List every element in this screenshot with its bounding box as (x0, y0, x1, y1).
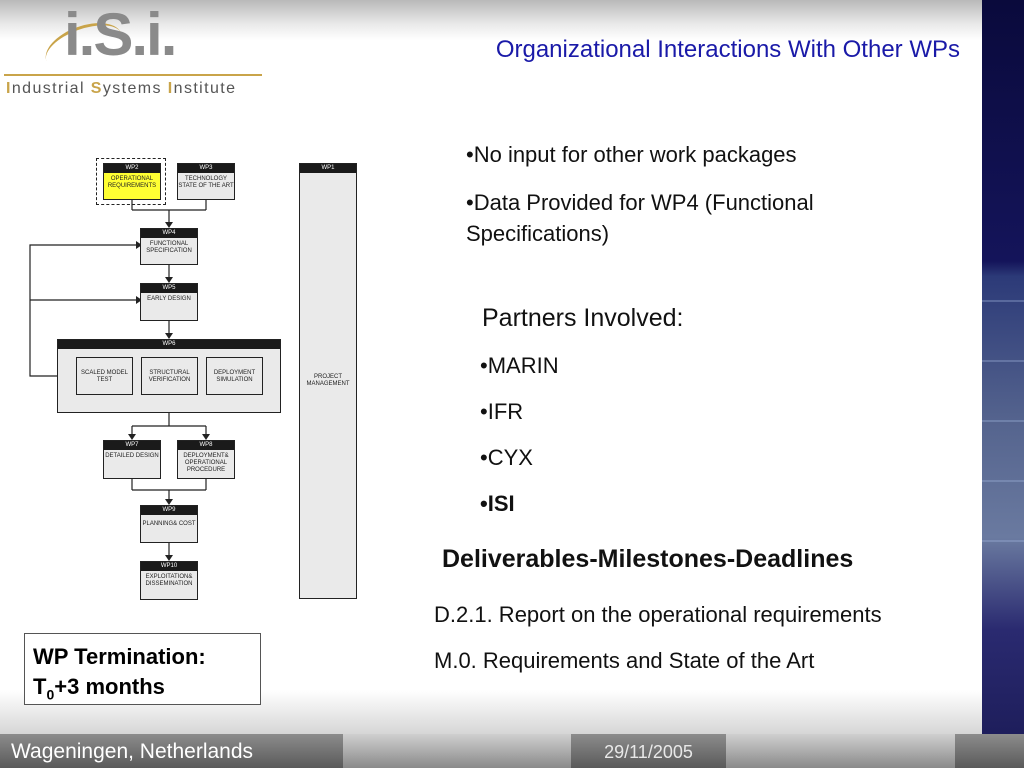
band-stripe (982, 300, 1024, 302)
deliverables-title: Deliverables-Milestones-Deadlines (442, 545, 854, 573)
wp1-id: WP1 (300, 164, 356, 173)
partner-item: •MARIN (480, 353, 559, 378)
wp7-id: WP7 (104, 441, 160, 450)
wp7-box: WP7 DETAILED DESIGN (103, 440, 161, 479)
wp2-id: WP2 (104, 164, 160, 173)
bullet-no-input: •No input for other work packages (466, 142, 797, 167)
footer-date: 29/11/2005 (571, 734, 726, 768)
deliverable-item: M.0. Requirements and State of the Art (434, 648, 815, 673)
wp10-box: WP10 EXPLOITATION& DISSEMINATION (140, 561, 198, 600)
wp4-box: WP4 FUNCTIONAL SPECIFICATION (140, 228, 198, 265)
wp2-box: WP2 OPERATIONAL REQUIREMENTS (103, 163, 161, 200)
termination-value: T0+3 months (33, 674, 165, 703)
wp10-id: WP10 (141, 562, 197, 571)
band-stripe (982, 540, 1024, 542)
wp8-box: WP8 DEPLOYMENT& OPERATIONAL PROCEDURE (177, 440, 235, 479)
isi-logo: i.S.i. Industrial Systems Institute (4, 2, 264, 98)
wp8-label: DEPLOYMENT& OPERATIONAL PROCEDURE (183, 453, 229, 473)
partner-item: •IFR (480, 399, 524, 424)
wp8-id: WP8 (178, 441, 234, 450)
wp5-label: EARLY DESIGN (147, 296, 191, 302)
partner-item: •ISI (480, 491, 515, 516)
logo-rule (4, 74, 262, 76)
wp2-highlight-frame (96, 158, 166, 205)
wp6-sub-structural: STRUCTURAL VERIFICATION (141, 357, 198, 395)
right-decorative-band (982, 0, 1024, 768)
wp10-label: EXPLOITATION& DISSEMINATION (145, 574, 193, 587)
wp6-id: WP6 (58, 340, 280, 349)
wp4-label: FUNCTIONAL SPECIFICATION (146, 241, 192, 254)
slide-title: Organizational Interactions With Other W… (495, 36, 960, 63)
wp-termination-box: WP Termination: T0+3 months (24, 633, 261, 705)
bullet-data-provided: •Data Provided for WP4 (Functional Speci… (466, 190, 814, 246)
top-gradient (0, 0, 982, 40)
footer-location: Wageningen, Netherlands (0, 734, 343, 768)
wp1-box: WP1 PROJECT MANAGEMENT (299, 163, 357, 599)
footer-right-block (955, 734, 1024, 768)
partner-item: •CYX (480, 445, 533, 470)
wp6-sub-deployment-sim: DEPLOYMENT SIMULATION (206, 357, 263, 395)
wp3-id: WP3 (178, 164, 234, 173)
deliverable-item: D.2.1. Report on the operational require… (434, 602, 882, 627)
logo-mark: i.S.i. (64, 1, 177, 68)
wp9-id: WP9 (141, 506, 197, 515)
wp3-box: WP3 TECHNOLOGY STATE OF THE ART (177, 163, 235, 200)
wp1-label: PROJECT MANAGEMENT (306, 374, 350, 387)
wp5-id: WP5 (141, 284, 197, 293)
wp4-id: WP4 (141, 229, 197, 238)
wp9-box: WP9 PLANNING& COST (140, 505, 198, 543)
wp7-label: DETAILED DESIGN (105, 453, 159, 459)
wp9-label: PLANNING& COST (142, 521, 196, 527)
wp6-sub-scaled-model: SCALED MODEL TEST (76, 357, 133, 395)
wp3-label: TECHNOLOGY STATE OF THE ART (178, 176, 234, 189)
termination-label: WP Termination: (33, 644, 206, 669)
wp2-label: OPERATIONAL REQUIREMENTS (107, 176, 157, 189)
wp5-box: WP5 EARLY DESIGN (140, 283, 198, 321)
band-stripe (982, 360, 1024, 362)
partners-title: Partners Involved: (482, 304, 684, 332)
wp6-box: WP6 (57, 339, 281, 413)
band-stripe (982, 420, 1024, 422)
band-stripe (982, 480, 1024, 482)
logo-name: Industrial Systems Institute (6, 80, 237, 97)
